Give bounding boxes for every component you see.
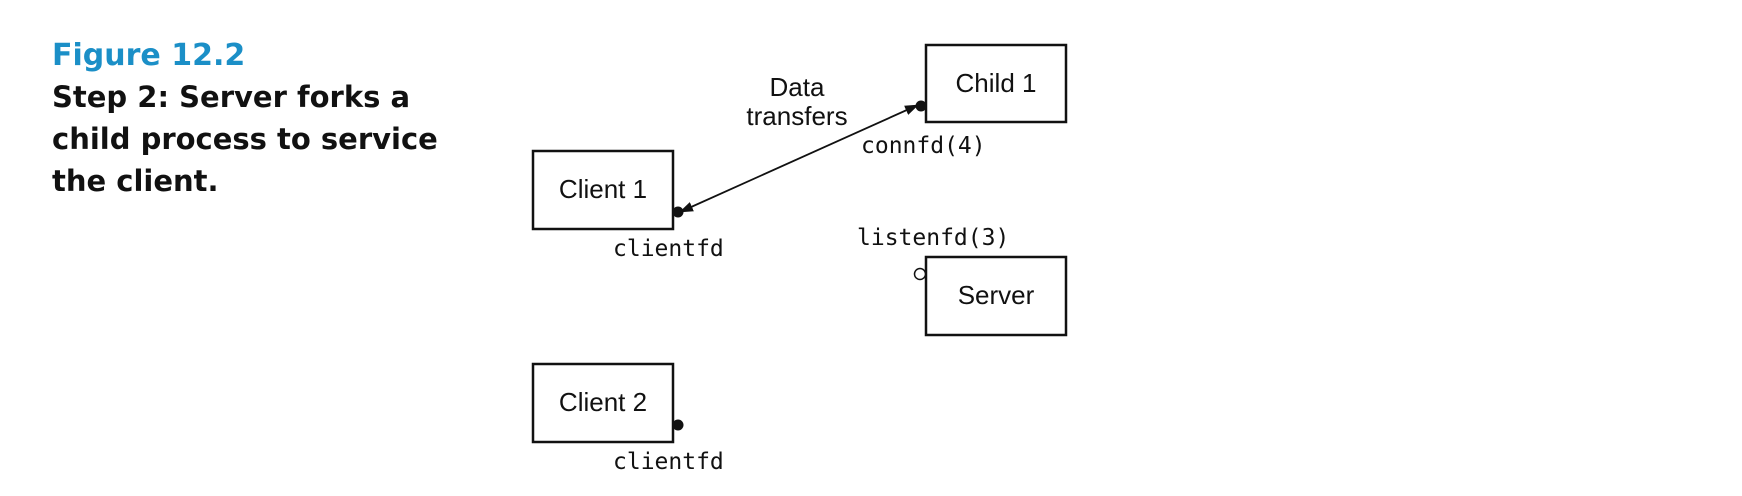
listenfd-endpoint bbox=[913, 267, 927, 281]
client2-clientfd-label: clientfd bbox=[613, 449, 724, 475]
figure-description: Step 2: Server forks a child process to … bbox=[52, 80, 438, 198]
client2-process: Client 2 bbox=[531, 362, 675, 444]
child1-process: Child 1 bbox=[924, 43, 1068, 124]
figure-caption: Figure 12.2 Step 2: Server forks a child… bbox=[52, 36, 472, 202]
figure-label: Figure 12.2 bbox=[52, 38, 246, 73]
data-transfers-label-line1: Data bbox=[770, 72, 825, 102]
server-process: Server bbox=[924, 255, 1068, 337]
client1-label: Client 1 bbox=[559, 174, 647, 204]
data-transfers-label-line2: transfers bbox=[746, 101, 847, 131]
listenfd-label: listenfd(3) bbox=[857, 225, 1009, 251]
client2-endpoint bbox=[672, 419, 684, 431]
client2-label: Client 2 bbox=[559, 387, 647, 417]
client1-clientfd-label: clientfd bbox=[613, 236, 724, 262]
child1-label: Child 1 bbox=[956, 68, 1037, 98]
client1-box bbox=[531, 149, 675, 231]
data-transfer-connection bbox=[679, 104, 919, 213]
client1-process: Client 1 bbox=[531, 149, 675, 231]
connfd-endpoint bbox=[915, 100, 927, 112]
child1-box bbox=[924, 43, 1068, 124]
client2-box bbox=[531, 362, 675, 444]
server-label: Server bbox=[958, 280, 1035, 310]
client1-endpoint bbox=[672, 206, 684, 218]
connfd-label: connfd(4) bbox=[861, 133, 986, 159]
server-box bbox=[924, 255, 1068, 337]
